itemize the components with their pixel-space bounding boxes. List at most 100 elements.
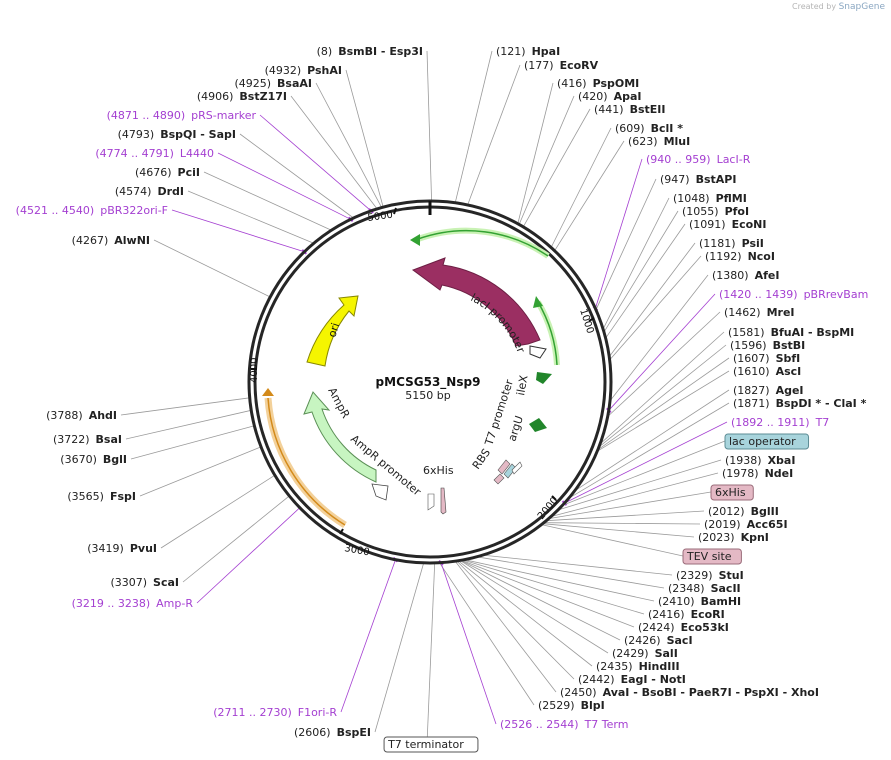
site-label[interactable]: (2429)SalI (612, 647, 678, 660)
site-label[interactable]: (1055)PfoI (682, 205, 749, 218)
tick-label: 1000 (577, 308, 595, 336)
label-name: PciI (178, 166, 200, 179)
site-label[interactable]: (2606)BspEI (294, 726, 371, 739)
primer-leader-line (196, 507, 301, 604)
site-label[interactable]: (2435)HindIII (596, 660, 680, 673)
primer-label[interactable]: (2526 .. 2544)T7 Term (500, 718, 628, 731)
site-label[interactable]: (1462)MreI (724, 306, 795, 319)
label-position: (1048) (673, 192, 710, 205)
primer-label[interactable]: (4774 .. 4791)L4440 (95, 147, 214, 160)
site-leader-line (557, 459, 722, 511)
site-leader-line (574, 389, 730, 492)
primer-label[interactable]: (2711 .. 2730)F1ori-R (213, 706, 337, 719)
site-label[interactable]: (2348)SacII (668, 582, 741, 595)
site-label[interactable]: (2442)EagI - NotI (578, 673, 686, 686)
label-position: (4925) (234, 77, 271, 90)
primer-label[interactable]: (1892 .. 1911)T7 (731, 416, 829, 429)
ori-label: ori (325, 321, 342, 339)
label-name: BspEI (337, 726, 371, 739)
site-label[interactable]: (1048) PflMI (673, 192, 747, 205)
primer-label[interactable]: (1420 .. 1439)pBRrevBam (719, 288, 868, 301)
label-name: pRS-marker (191, 109, 256, 122)
site-label[interactable]: (4676)PciI (135, 166, 200, 179)
site-label[interactable]: (4932)PshAI (265, 64, 342, 77)
label-name: EcoRV (560, 59, 599, 72)
site-label[interactable]: (1607)SbfI (733, 352, 800, 365)
label-position: (1871) (733, 397, 770, 410)
site-label[interactable]: (2450)AvaI - BsoBI - PaeR7I - PspXI - Xh… (560, 686, 819, 699)
site-label[interactable]: (4925) BsaAI (234, 77, 312, 90)
label-position: (2450) (560, 686, 597, 699)
label-name: PfoI (725, 205, 750, 218)
site-label[interactable]: (1871)BspDI * - ClaI * (733, 397, 867, 410)
tick-mark (393, 207, 397, 215)
feature-callout[interactable]: lac operator (724, 433, 810, 450)
site-label[interactable]: (2416)EcoRI (648, 608, 725, 621)
site-label[interactable]: (8)BsmBI - Esp3I (317, 45, 423, 58)
site-label[interactable]: (2023)KpnI (698, 531, 769, 544)
site-label[interactable]: (947)BstAPI (660, 173, 736, 186)
site-label[interactable]: (1596)BstBI (730, 339, 805, 352)
label-position: (609) (615, 122, 645, 135)
site-label[interactable]: (441)BstEII (594, 103, 665, 116)
site-label[interactable]: (177)EcoRV (524, 59, 599, 72)
primer-label[interactable]: (3219 .. 3238)Amp-R (72, 597, 194, 610)
site-label[interactable]: (2019)Acc65I (704, 518, 788, 531)
feature-callout[interactable]: 6xHis (710, 484, 754, 501)
site-label[interactable]: (1610)AscI (733, 365, 801, 378)
site-label[interactable]: (4267)AlwNI (72, 234, 150, 247)
site-label[interactable]: (1938)XbaI (725, 454, 795, 467)
site-label[interactable]: (4906)BstZ17I (197, 90, 287, 103)
site-label[interactable]: (4574)DrdI (115, 185, 184, 198)
site-label[interactable]: (2424)Eco53kI (638, 621, 729, 634)
site-label[interactable]: (121)HpaI (496, 45, 560, 58)
primer-label[interactable]: (4871 .. 4890)pRS-marker (107, 109, 257, 122)
site-label[interactable]: (3670)BglI (60, 453, 127, 466)
feature-box (682, 548, 742, 565)
site-label[interactable]: (1380)AfeI (712, 269, 779, 282)
label-name: Amp-R (156, 597, 193, 610)
site-label[interactable]: (2529)BlpI (538, 699, 605, 712)
site-label[interactable]: (3307)ScaI (110, 576, 179, 589)
label-position: (2426) (624, 634, 661, 647)
primer-label[interactable]: (4521 .. 4540)pBR322ori-F (16, 204, 168, 217)
label-position: (1596) (730, 339, 767, 352)
site-label[interactable]: (3419)PvuI (87, 542, 157, 555)
label-name: BamHI (701, 595, 742, 608)
site-leader-line (568, 402, 730, 499)
site-label[interactable]: (623)MluI (628, 135, 690, 148)
site-leader-line (461, 559, 635, 628)
site-label[interactable]: (1181)PsiI (699, 237, 764, 250)
label-name: BsaAI (277, 77, 312, 90)
site-label[interactable]: (609)BclI * (615, 122, 683, 135)
site-label[interactable]: (2410)BamHI (658, 595, 741, 608)
site-label[interactable]: (1978)NdeI (722, 467, 793, 480)
site-label[interactable]: (420)ApaI (578, 90, 642, 103)
site-label[interactable]: (3565)FspI (67, 490, 136, 503)
label-position: (4793) (118, 128, 155, 141)
label-name: PflMI (716, 192, 747, 205)
label-position: (4774 .. 4791) (95, 147, 174, 160)
label-name: BstAPI (696, 173, 737, 186)
site-label[interactable]: (1091)EcoNI (689, 218, 766, 231)
site-label[interactable]: (2426)SacI (624, 634, 693, 647)
label-name: AgeI (776, 384, 804, 397)
site-label[interactable]: (2012)BglII (708, 505, 779, 518)
site-label[interactable]: (416)PspOMI (557, 77, 639, 90)
primer-label[interactable]: (940 .. 959)LacI-R (646, 153, 751, 166)
feature-callout[interactable]: TEV site (682, 548, 742, 565)
feature-callout[interactable]: T7 terminator (383, 736, 479, 753)
label-position: (121) (496, 45, 526, 58)
site-label[interactable]: (2329)StuI (676, 569, 744, 582)
label-name: ScaI (153, 576, 179, 589)
site-label[interactable]: (1581)BfuAI - BspMI (728, 326, 854, 339)
site-label[interactable]: (1827)AgeI (733, 384, 804, 397)
site-leader-line (518, 95, 575, 225)
tick-label: 4000 (249, 358, 260, 383)
label-name: BsmBI - Esp3I (338, 45, 423, 58)
site-label[interactable]: (3722)BsaI (53, 433, 122, 446)
site-label[interactable]: (4793)BspQI - SapI (118, 128, 236, 141)
site-leader-line (439, 562, 535, 706)
site-label[interactable]: (3788)AhdI (46, 409, 117, 422)
site-label[interactable]: (1192)NcoI (705, 250, 775, 263)
